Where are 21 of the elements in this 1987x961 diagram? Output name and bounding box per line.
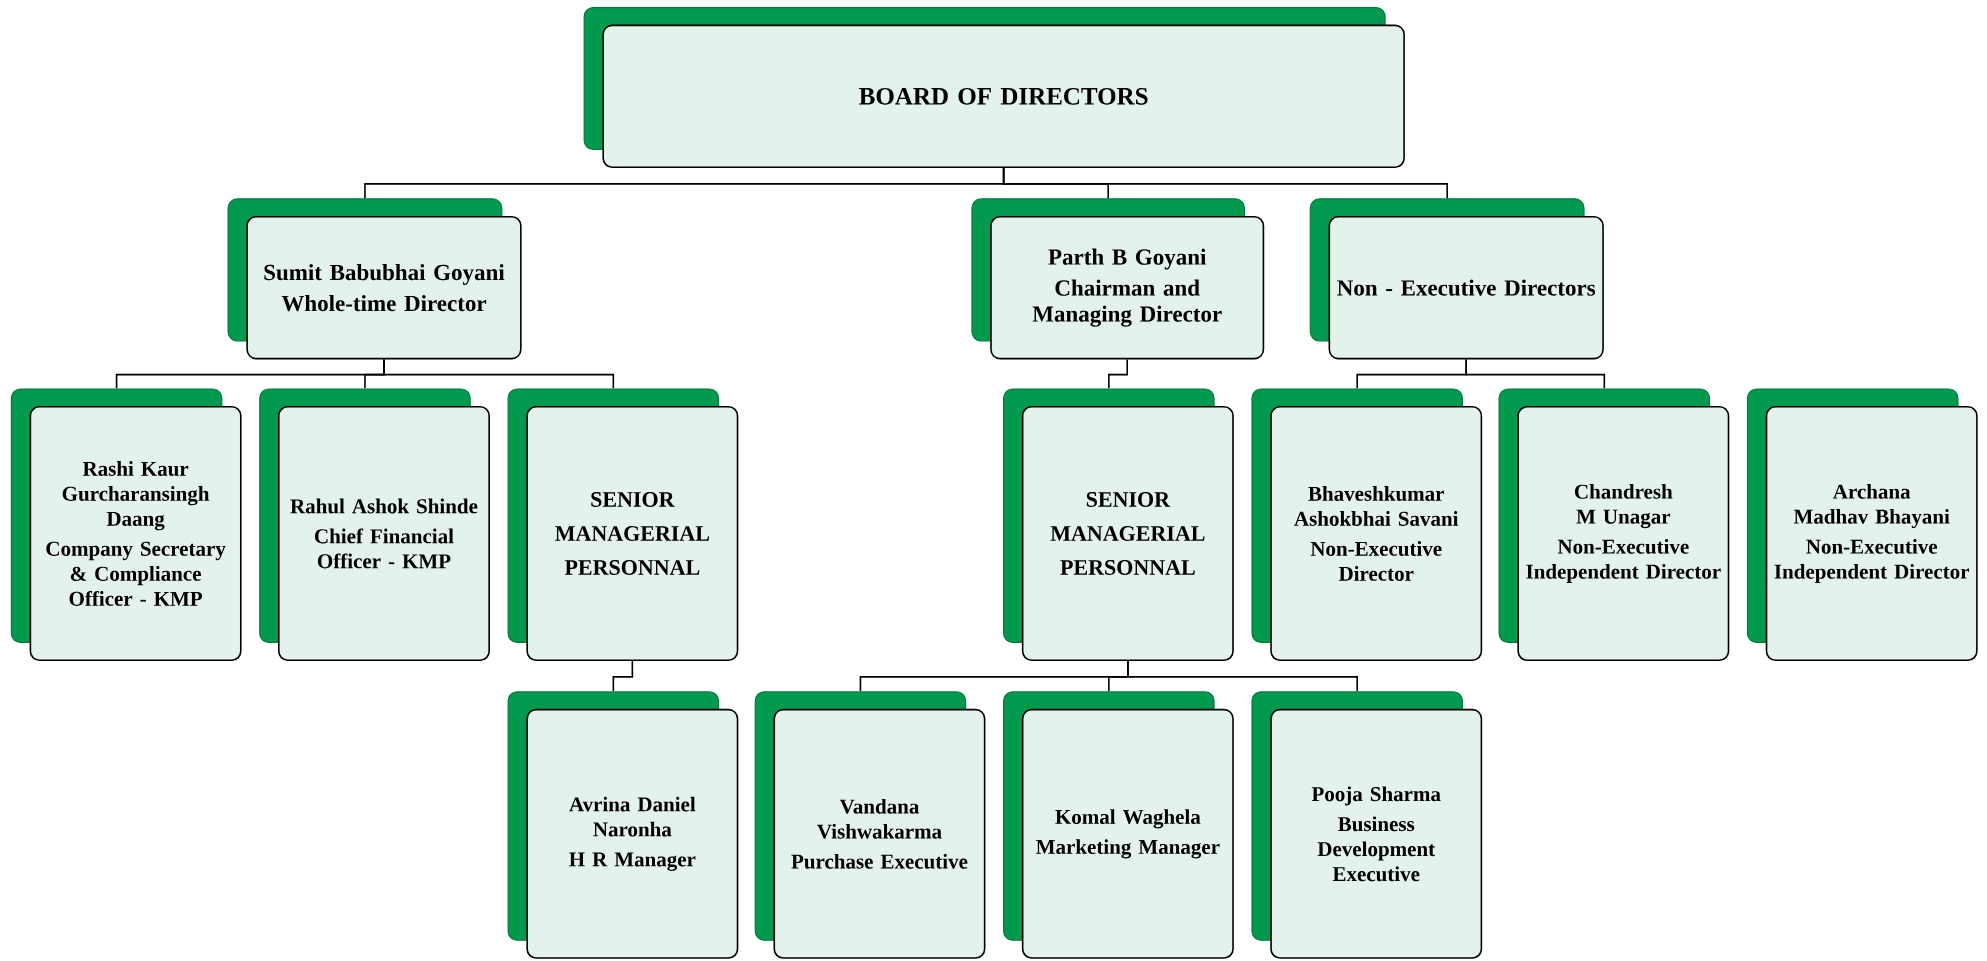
org-box: Archana Madhav Bhayani Non-Executive Independent Director: [1746, 388, 1978, 662]
org-box: Komal Waghela Marketing Manager: [1003, 691, 1234, 960]
org-box: Avrina Daniel Naronha H R Manager: [507, 691, 739, 960]
org-box: Pooja Sharma Business Development Executive: [1251, 691, 1483, 960]
connector-line: [612, 660, 634, 693]
connector-line: [1127, 660, 1358, 693]
org-box: Vandana Vishwakarma Purchase Executive: [754, 691, 986, 960]
org-box: SENIOR MANAGERIAL PERSONNAL: [507, 388, 739, 662]
org-box: BOARD OF DIRECTORS: [583, 7, 1405, 169]
org-box: SENIOR MANAGERIAL PERSONNAL: [1003, 388, 1234, 662]
connector-line: [1002, 167, 1448, 200]
org-box: Chandresh M Unagar Non-Executive Independent Director: [1498, 388, 1730, 662]
org-box: Bhaveshkumar Ashokbhai Savani Non-Executive Director: [1251, 388, 1483, 662]
connector-line: [383, 358, 615, 390]
org-box: Rahul Ashok Shinde Chief Financial Officer - KMP: [259, 388, 490, 662]
org-box: Non - Executive Directors: [1309, 198, 1604, 360]
org-box: Parth B Goyani Chairman and Managing Director: [971, 198, 1265, 360]
connector-line: [1465, 358, 1606, 390]
connector-line: [1108, 358, 1128, 390]
org-box: Sumit Babubhai Goyani Whole-time Director: [227, 198, 522, 360]
org-box: Rashi Kaur Gurcharansingh Daang Company Secretary & Compliance Officer - KMP: [10, 388, 242, 662]
